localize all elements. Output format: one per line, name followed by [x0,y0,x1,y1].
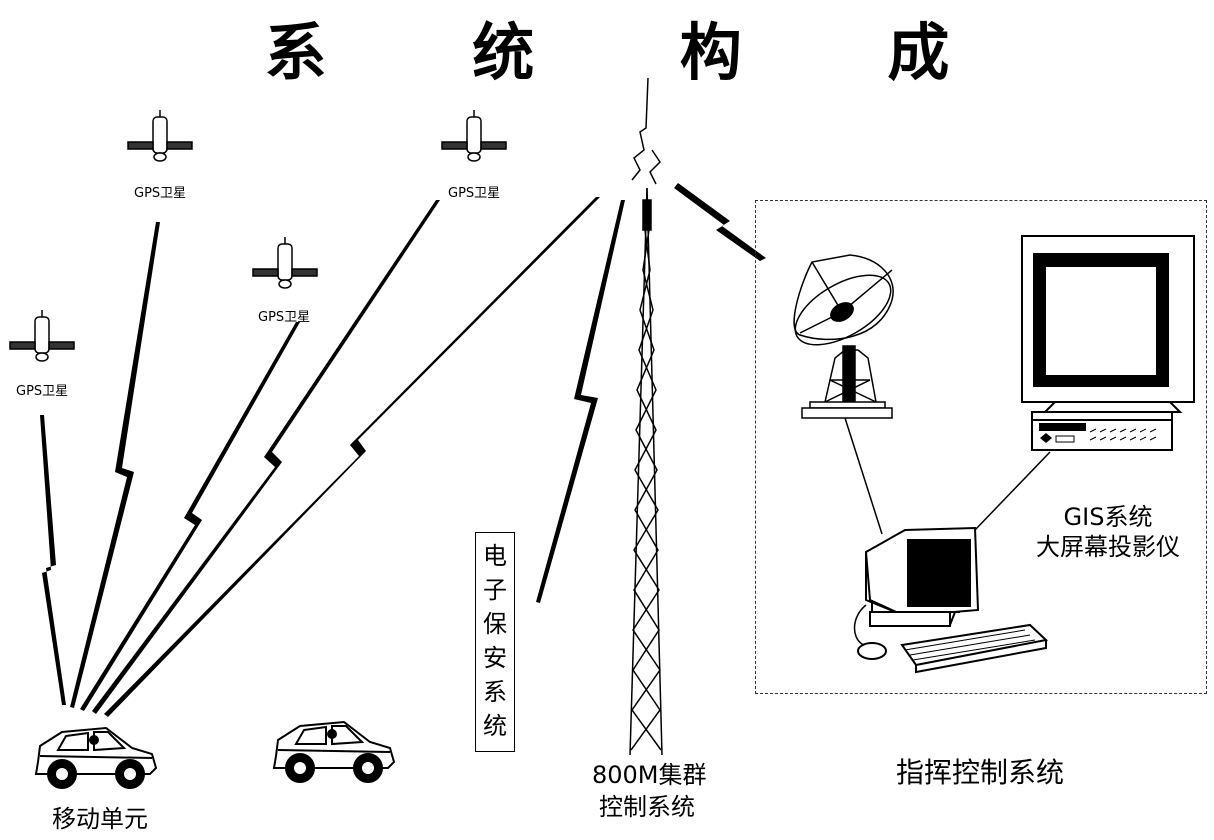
trunking-system-label-1: 800M集群 [592,761,707,789]
gps-signal-link-3 [80,322,300,711]
satellite-label: GPS卫星 [16,384,69,399]
link-tower-command [674,183,766,261]
workstation-computer [853,526,1049,674]
trunking-system-label-2: 控制系统 [599,793,695,821]
satellite-label: GPS卫星 [258,310,311,325]
large-display-monitor [1021,235,1195,451]
mobile-unit-label: 移动单元 [52,805,148,833]
car-icon [34,726,158,789]
gps-signal-link-4 [92,200,440,714]
satellite-dish [793,254,894,419]
security-system-box: 电 子 保 安 系 统 [475,532,515,752]
diagram-title: 系 统 构 成 [264,16,1012,89]
satellite-label: GPS卫星 [134,186,187,201]
gps-signal-link-2 [70,222,160,708]
gis-label-2: 大屏幕投影仪 [1036,533,1180,561]
car-icon [272,720,396,783]
security-system-label: 电 子 保 安 系 统 [483,542,507,740]
radio-link-car [104,197,600,717]
gps-signal-link-1 [40,415,66,705]
gps-satellite-icon [252,237,318,289]
gps-satellite-icon [9,310,75,362]
gps-satellite-icon [441,110,507,162]
gis-label-1: GIS系统 [1063,503,1153,531]
gps-satellite-icon [127,110,193,162]
command-system-label: 指挥控制系统 [896,756,1065,789]
satellite-label: GPS卫星 [448,186,501,201]
tower-antenna-signal [631,77,661,185]
radio-tower [629,187,663,756]
network-cable [844,417,1051,535]
command-center-frame [755,200,1207,694]
